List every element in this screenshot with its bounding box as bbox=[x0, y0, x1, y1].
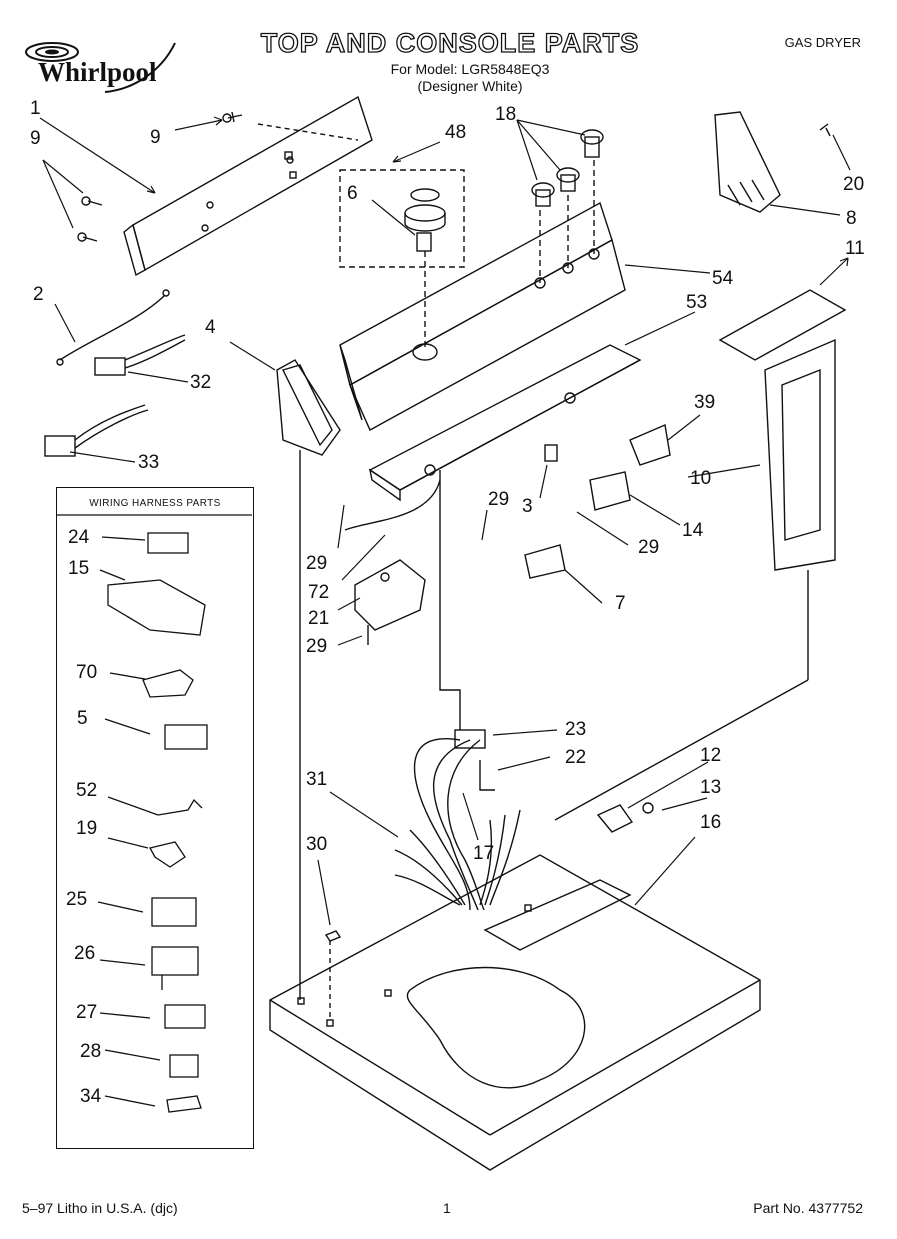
callout-21: 21 bbox=[308, 608, 330, 629]
wire-harness-parts bbox=[44, 289, 186, 457]
page-title: TOP AND CONSOLE PARTS bbox=[260, 27, 640, 58]
callout-72: 72 bbox=[308, 582, 330, 603]
callout-17: 17 bbox=[473, 843, 495, 864]
callout-4: 4 bbox=[205, 317, 216, 338]
callout-2: 2 bbox=[33, 284, 44, 305]
callout-32: 32 bbox=[190, 372, 212, 393]
callout-29c: 29 bbox=[306, 553, 328, 574]
callout-7: 7 bbox=[615, 593, 626, 614]
wiring-harness-panel-title: WIRING HARNESS PARTS bbox=[89, 498, 221, 509]
model-color: (Designer White) bbox=[417, 78, 523, 94]
callout-29d: 29 bbox=[306, 636, 328, 657]
console-back-part bbox=[368, 344, 642, 502]
wiring-callout-15: 15 bbox=[68, 558, 90, 579]
base-top-part bbox=[269, 854, 761, 1171]
product-type: GAS DRYER bbox=[784, 35, 861, 50]
push-knob-parts bbox=[531, 129, 604, 207]
callout-30: 30 bbox=[306, 834, 328, 855]
wiring-callout-28: 28 bbox=[80, 1041, 102, 1062]
wiring-callout-24: 24 bbox=[68, 527, 90, 548]
callout-16: 16 bbox=[700, 812, 722, 833]
end-cap-part bbox=[276, 359, 341, 1000]
footer-page-number: 1 bbox=[443, 1200, 451, 1216]
callout-9a: 9 bbox=[30, 128, 41, 149]
callout-48: 48 bbox=[445, 122, 467, 143]
footer-part-number: Part No. 4377752 bbox=[753, 1200, 863, 1216]
callout-8: 8 bbox=[846, 208, 857, 229]
main-wire-harness-part bbox=[394, 470, 521, 911]
model-info: For Model: LGR5848EQ3 (Designer White) bbox=[300, 61, 640, 95]
callout-12: 12 bbox=[700, 745, 722, 766]
wiring-callout-52: 52 bbox=[76, 780, 98, 801]
console-panel-part bbox=[339, 160, 626, 431]
callout-23: 23 bbox=[565, 719, 587, 740]
callout-14: 14 bbox=[682, 520, 704, 541]
control-knob-kit-box bbox=[339, 169, 465, 268]
callout-29b: 29 bbox=[638, 537, 660, 558]
control-knob-part bbox=[404, 188, 446, 350]
callout-31: 31 bbox=[306, 769, 328, 790]
timer-part bbox=[344, 479, 441, 645]
screw-parts bbox=[77, 111, 243, 242]
wiring-callout-5: 5 bbox=[77, 708, 88, 729]
callout-18: 18 bbox=[495, 104, 517, 125]
callout-54: 54 bbox=[712, 268, 734, 289]
wiring-callout-27: 27 bbox=[76, 1002, 98, 1023]
footer-print-info: 5–97 Litho in U.S.A. (djc) bbox=[22, 1200, 178, 1216]
callout-10: 10 bbox=[690, 468, 712, 489]
callout-20: 20 bbox=[843, 174, 865, 195]
callout-39: 39 bbox=[694, 392, 716, 413]
connector-24-part bbox=[147, 532, 189, 554]
callout-53: 53 bbox=[686, 292, 708, 313]
callout-arrows bbox=[39, 116, 851, 926]
right-side-parts bbox=[524, 111, 847, 821]
callout-11: 11 bbox=[845, 238, 865, 259]
wiring-callout-25: 25 bbox=[66, 889, 88, 910]
model-number: For Model: LGR5848EQ3 bbox=[390, 61, 550, 77]
wiring-callout-34: 34 bbox=[80, 1086, 102, 1107]
callout-6: 6 bbox=[347, 183, 358, 204]
callout-29a: 29 bbox=[488, 489, 510, 510]
wiring-harness-panel bbox=[56, 487, 254, 1149]
wiring-callout-26: 26 bbox=[74, 943, 96, 964]
rear-bracket-part bbox=[123, 95, 373, 277]
wiring-callout-70: 70 bbox=[76, 662, 98, 683]
callout-3: 3 bbox=[522, 496, 533, 517]
callout-33: 33 bbox=[138, 452, 160, 473]
callout-22: 22 bbox=[565, 747, 587, 768]
wiring-callout-19: 19 bbox=[76, 818, 98, 839]
clip-parts bbox=[324, 802, 654, 942]
callout-13: 13 bbox=[700, 777, 722, 798]
callout-1: 1 bbox=[30, 98, 41, 119]
whirlpool-logo: Whirlpool bbox=[10, 38, 185, 98]
callout-9b: 9 bbox=[150, 127, 161, 148]
